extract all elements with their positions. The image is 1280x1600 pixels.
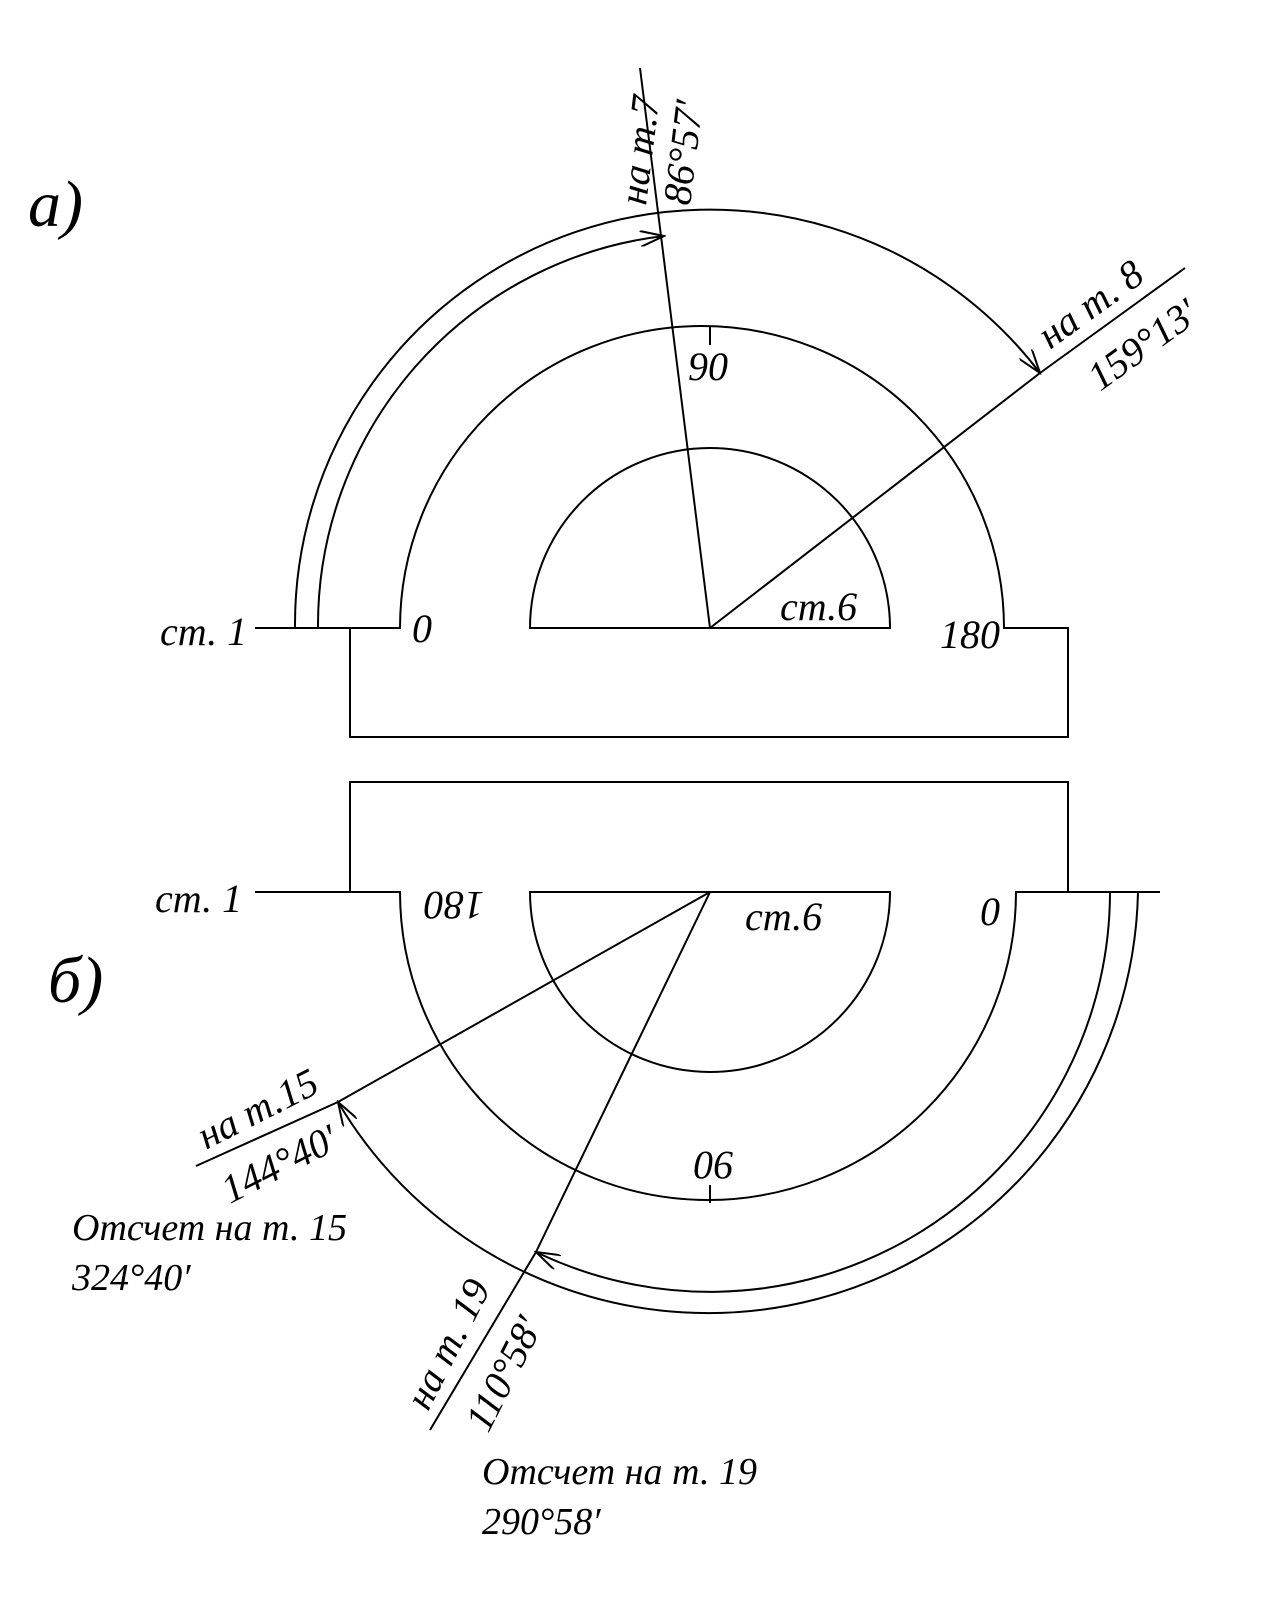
panel-a-scale-90: 90 bbox=[688, 344, 728, 389]
panel-a-scale-180: 180 bbox=[940, 612, 1000, 657]
panel-b: б) ст. 1 ст.6 0 90 180 на т.15 144°40′ bbox=[48, 781, 1160, 1543]
panel-b-scale-180: 180 bbox=[424, 883, 484, 928]
panel-a-protractor-outline bbox=[255, 325, 1069, 738]
panel-b-sweep-outer bbox=[338, 891, 1139, 1315]
panel-b-label: б) bbox=[48, 944, 103, 1017]
panel-b-reading-t19-label: Отсчет на т. 19 bbox=[482, 1451, 757, 1493]
panel-b-ray-t19 bbox=[535, 891, 711, 1253]
panel-a-ray-t7 bbox=[639, 67, 711, 629]
panel-a-leader-t8 bbox=[1039, 267, 1186, 374]
panel-b-ray-t15 bbox=[337, 891, 711, 1103]
panel-a-sweep-inner bbox=[316, 236, 664, 629]
panel-b-protractor-outline bbox=[255, 781, 1160, 1201]
panel-b-reading-t15-label: Отсчет на т. 15 bbox=[72, 1207, 347, 1249]
panel-b-station-center: ст.6 bbox=[745, 894, 822, 939]
panel-a-station-center: ст.6 bbox=[780, 584, 857, 629]
panel-a-inner-semicircle bbox=[528, 447, 892, 629]
panel-a-sweep-outer bbox=[293, 208, 1040, 629]
panel-b-sweep-inner bbox=[536, 891, 1111, 1293]
panel-a-label: а) bbox=[28, 168, 83, 241]
panel-b-inner-semicircle bbox=[528, 891, 892, 1073]
panel-a: а) ст. 1 ст.6 0 90 180 на т.7 86°57′ на … bbox=[28, 67, 1207, 738]
panel-b-station-left: ст. 1 bbox=[155, 876, 242, 921]
panel-b-reading-t15-value: 324°40′ bbox=[71, 1257, 191, 1299]
panel-b-scale-0: 0 bbox=[980, 889, 1000, 934]
panel-a-station-left: ст. 1 bbox=[160, 609, 247, 654]
panel-a-scale-0: 0 bbox=[412, 606, 432, 651]
panel-b-leader-t19 bbox=[429, 1251, 537, 1431]
panel-a-ray-t8 bbox=[709, 372, 1041, 629]
panel-b-scale-90: 90 bbox=[694, 1143, 734, 1188]
panel-b-leader-t15 bbox=[195, 1101, 339, 1167]
panel-b-reading-t19-value: 290°58′ bbox=[482, 1501, 601, 1543]
